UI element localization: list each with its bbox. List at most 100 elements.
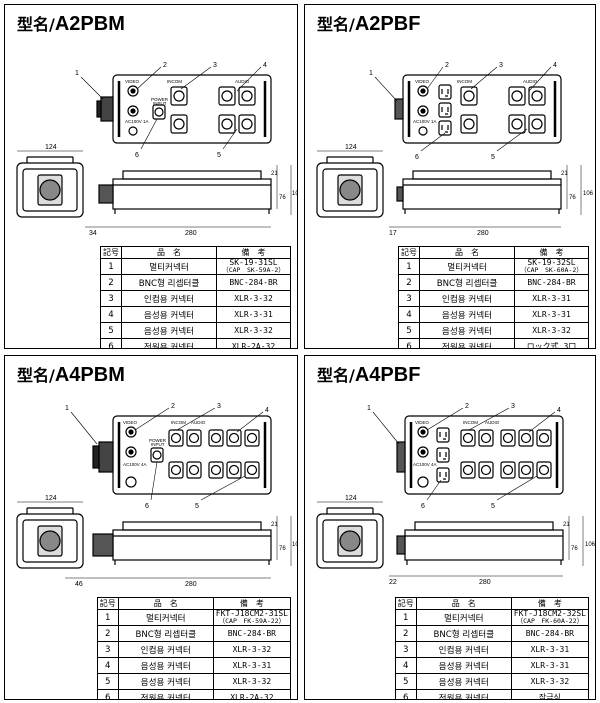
callout-3: 3	[213, 62, 217, 69]
dim-height: 21	[561, 171, 568, 177]
dim-depth: 76	[279, 546, 286, 552]
dim-length: 280	[185, 230, 197, 237]
technical-drawing: VIDEO INCOM AUDIO POWER INPUT AC100V 4A …	[16, 403, 297, 588]
front-view	[92, 521, 272, 565]
label-power: POWER	[151, 97, 169, 102]
dim-depth: 76	[279, 195, 286, 201]
model-name: A4PBM	[54, 364, 125, 386]
dim-total: 106	[585, 542, 596, 548]
dim-offset: 22	[389, 579, 397, 586]
model-prefix: 型名	[17, 15, 50, 34]
callout-2: 2	[445, 62, 449, 69]
callout-5: 5	[491, 154, 495, 161]
label-intercom: INCOM	[457, 79, 472, 84]
dim-depth: 76	[569, 195, 576, 201]
dim-total: 106	[292, 191, 298, 197]
callout-5: 5	[217, 152, 221, 159]
callout-3: 3	[499, 62, 503, 69]
callouts	[80, 66, 262, 150]
callout-2: 2	[171, 403, 175, 410]
technical-drawing: VIDEO INCOM AUDIO AC100V 1A 1 2 3 4 5 6	[316, 62, 594, 237]
dim-total: 106	[583, 191, 594, 197]
front-view	[98, 170, 272, 214]
dim-height: 21	[271, 522, 278, 528]
panel-a4pbf: 型名/A4PBF VIDEO INCOM	[304, 355, 596, 700]
label-ac: AC100V 4A	[123, 462, 147, 467]
callout-6: 6	[421, 503, 425, 510]
label-audio: AUDIO	[235, 79, 250, 84]
front-view	[396, 170, 562, 214]
header-no: 記号	[398, 246, 420, 259]
table-header-row: 記号 品 名 備 考	[394, 597, 590, 610]
callout-4: 4	[263, 62, 267, 69]
callout-6: 6	[135, 152, 139, 159]
label-intercom: INCOM	[167, 79, 182, 84]
callout-3: 3	[511, 403, 515, 410]
model-prefix: 型名	[317, 366, 350, 385]
header-note: 備 考	[212, 597, 292, 610]
label-power: POWER	[149, 438, 167, 443]
dim-offset: 46	[75, 581, 83, 588]
label-video: VIDEO	[415, 79, 430, 84]
label-ac: AC100V 4A	[413, 462, 437, 467]
header-note: 備 考	[514, 246, 589, 259]
header-note: 備 考	[510, 597, 590, 610]
label-intercom: INCOM	[463, 420, 478, 425]
side-view	[316, 507, 384, 569]
label-ac: AC100V 1A	[125, 119, 149, 124]
front-view	[396, 521, 564, 565]
model-title: 型名/A2PBM	[17, 13, 125, 35]
top-view	[92, 415, 272, 495]
header-name: 品 名	[419, 246, 515, 259]
model-name: A2PBM	[54, 13, 125, 35]
dimension-lines	[17, 150, 292, 228]
dim-length: 280	[479, 579, 491, 586]
table-header-row: 記号 品 名 備 考	[96, 597, 292, 610]
model-title: 型名/A2PBF	[317, 13, 421, 35]
side-view	[316, 156, 384, 218]
callout-5: 5	[491, 503, 495, 510]
label-input: INPUT	[153, 101, 167, 106]
model-name: A4PBF	[354, 364, 421, 386]
callout-2: 2	[465, 403, 469, 410]
technical-drawing: VIDEO INCOM AUDIO AC100V 4A 1 2 3 4 5 6	[316, 403, 596, 586]
model-name: A2PBF	[354, 13, 421, 35]
label-input: INPUT	[151, 442, 165, 447]
dim-width: 124	[345, 495, 357, 502]
side-view	[16, 507, 84, 569]
header-name: 品 名	[415, 597, 512, 610]
label-audio: AUDIO	[191, 420, 206, 425]
dim-width: 124	[45, 144, 57, 151]
dim-depth: 76	[571, 546, 578, 552]
header-name: 品 名	[121, 246, 217, 259]
label-audio: AUDIO	[485, 420, 500, 425]
label-video: VIDEO	[125, 79, 140, 84]
model-prefix: 型名	[17, 366, 50, 385]
label-intercom: INCOM	[171, 420, 186, 425]
callout-4: 4	[553, 62, 557, 69]
label-ac: AC100V 1A	[413, 119, 437, 124]
top-view	[394, 74, 562, 144]
panel-labels: VIDEO INCOM AUDIO POWER INPUT AC100V 1A	[125, 79, 250, 124]
dim-height: 21	[271, 171, 278, 177]
callout-1: 1	[369, 70, 373, 77]
header-no: 記号	[100, 246, 122, 259]
callout-1: 1	[367, 405, 371, 412]
